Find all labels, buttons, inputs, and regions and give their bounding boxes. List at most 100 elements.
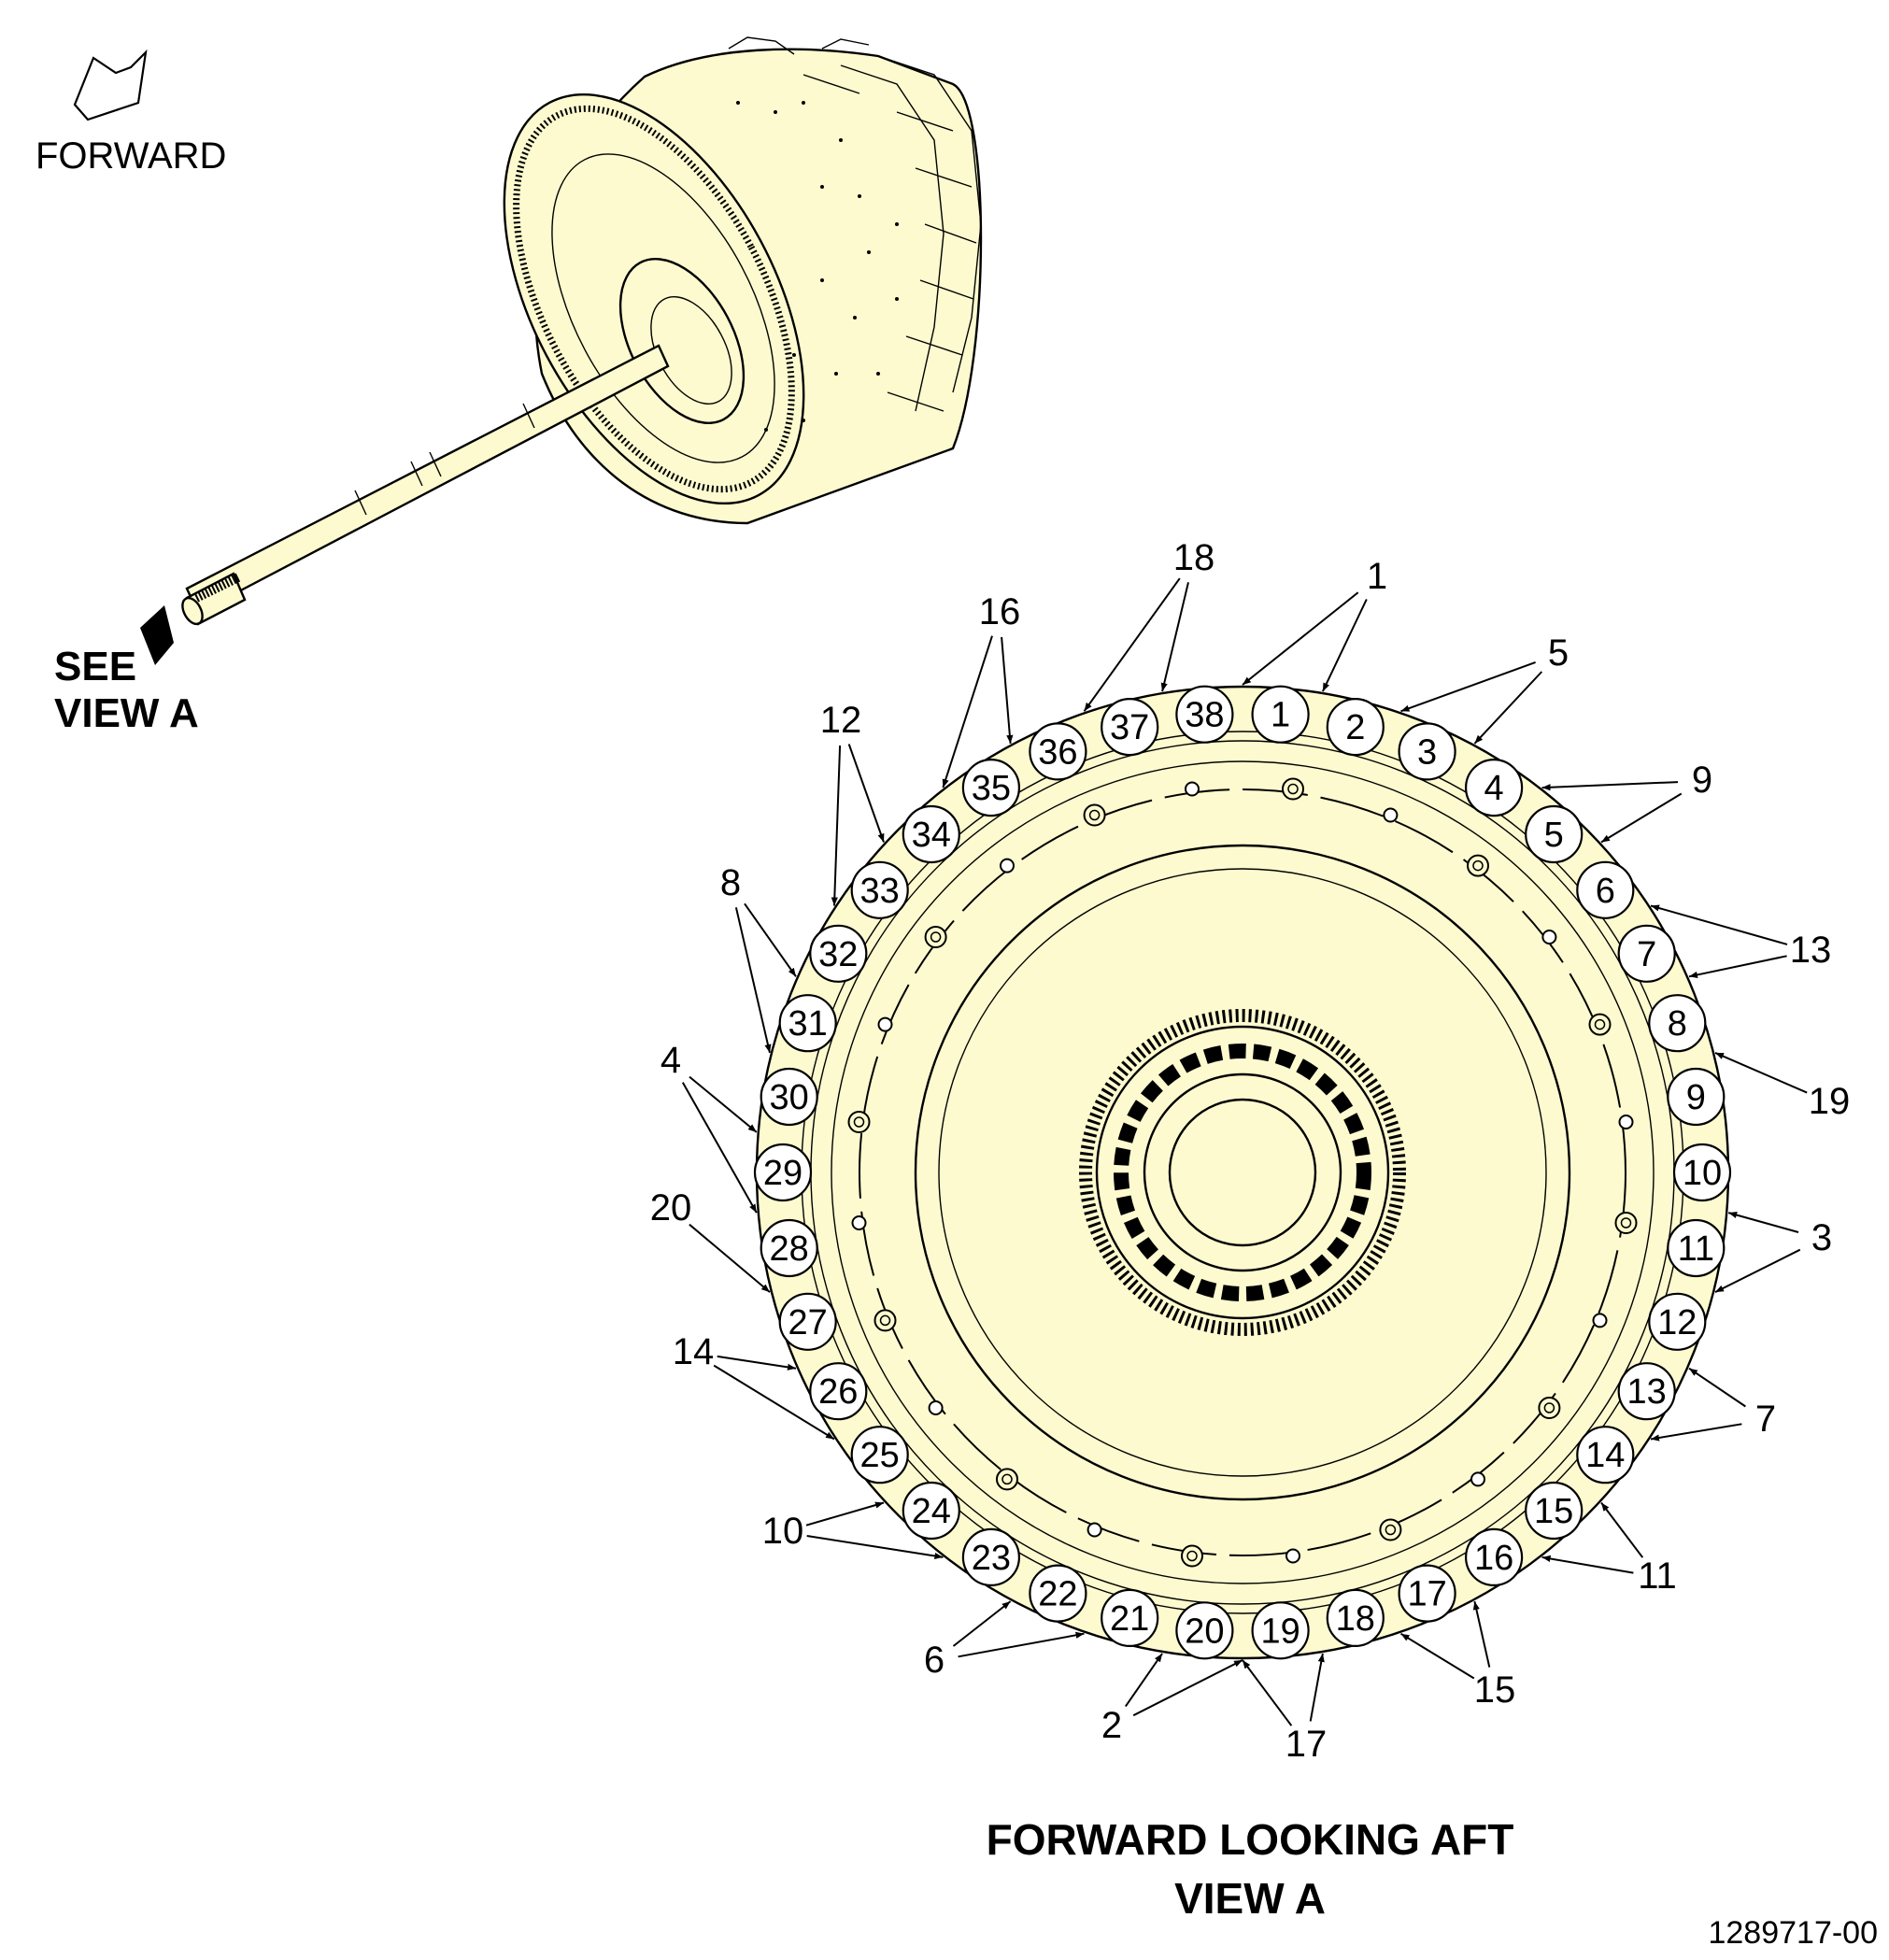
bolt-position-9: 9 <box>1667 1067 1726 1127</box>
bolt-position-circle <box>1617 924 1676 983</box>
pin-hole <box>1470 1471 1485 1487</box>
bolt-position-circle <box>809 924 868 983</box>
pin-hole <box>1087 1522 1102 1538</box>
view-title: FORWARD LOOKING AFT <box>987 1815 1514 1864</box>
leader-arrow <box>1399 1632 1475 1680</box>
bolt-position-circle <box>1398 722 1456 781</box>
callout-item-14: 14 <box>673 1331 835 1441</box>
bolt-position-12: 12 <box>1648 1292 1707 1351</box>
shaft-end-face <box>181 596 204 626</box>
callout-item-19: 19 <box>1714 1051 1851 1122</box>
callout-item-7: 7 <box>1650 1367 1776 1442</box>
bolt-position-circle <box>850 1426 909 1484</box>
pin-hole <box>1185 781 1200 797</box>
callout-item-6: 6 <box>924 1600 1085 1681</box>
bolt-position-circle <box>1175 1601 1234 1660</box>
forward-label: FORWARD <box>36 135 226 177</box>
bolt-position-17: 17 <box>1398 1564 1456 1623</box>
pin-hole <box>1592 1313 1608 1328</box>
bolt-position-6: 6 <box>1576 860 1635 919</box>
leader-arrow <box>1600 792 1683 844</box>
bolt-head-center <box>1543 1402 1555 1413</box>
bolt-position-2: 2 <box>1326 697 1385 757</box>
bolt-position-4: 4 <box>1464 758 1524 817</box>
callout-number: 7 <box>1755 1399 1776 1440</box>
bolt-head-center <box>1472 859 1484 872</box>
inner-web-step <box>938 868 1547 1477</box>
bolt-position-number: 7 <box>1637 935 1656 974</box>
callout-number: 19 <box>1809 1081 1851 1122</box>
hub-ring <box>1114 1044 1371 1301</box>
leader-arrow <box>713 1364 835 1441</box>
bolt-position-circle <box>753 1143 813 1202</box>
drawing-number: 1289717-00 <box>1708 1915 1878 1951</box>
bolt-position-circle <box>850 860 909 919</box>
callout-item-13: 13 <box>1650 904 1831 978</box>
callout-item-17: 17 <box>1242 1653 1328 1765</box>
pin-hole <box>1000 858 1015 873</box>
bolt-position-32: 32 <box>809 924 868 983</box>
leader-arrow <box>1688 955 1787 978</box>
bolt-position-14: 14 <box>1576 1426 1635 1484</box>
bolt-position-1: 1 <box>1251 685 1310 744</box>
flange-step-2 <box>831 760 1655 1584</box>
callout-item-15: 15 <box>1399 1600 1515 1711</box>
bolt-head <box>1282 777 1304 801</box>
callout-number: 8 <box>720 862 741 903</box>
bolt-head-center <box>1594 1018 1606 1030</box>
pin-hole <box>1541 930 1557 944</box>
callout-number: 1 <box>1367 556 1387 597</box>
leader-arrow <box>689 1223 771 1293</box>
bolt-head-center <box>1385 1524 1397 1536</box>
bolt-position-number: 6 <box>1596 872 1615 911</box>
bolt-head-center <box>1186 1550 1198 1562</box>
leader-arrow <box>1714 1051 1808 1094</box>
bolt-position-circle <box>1326 1588 1385 1648</box>
callout-item-8: 8 <box>720 862 797 1054</box>
bolt-head-center <box>1001 1473 1013 1485</box>
callout-number: 2 <box>1101 1705 1122 1746</box>
bolt-position-number: 37 <box>1110 708 1149 747</box>
leader-arrow <box>717 1355 797 1371</box>
bolt-position-circle <box>1525 1481 1584 1541</box>
bolt-position-circle <box>1525 804 1584 864</box>
hub-bore <box>1168 1098 1317 1247</box>
callout-number: 20 <box>650 1187 692 1229</box>
bolt-position-circle <box>778 994 837 1053</box>
callout-item-11: 11 <box>1541 1501 1677 1597</box>
bolt-position-circle <box>809 1362 868 1421</box>
bolt-position-37: 37 <box>1101 697 1159 757</box>
hub-teeth <box>1079 1009 1406 1336</box>
callout-item-9: 9 <box>1541 760 1712 844</box>
bolt-position-number: 12 <box>1657 1303 1697 1342</box>
bolt-position-number: 33 <box>860 872 900 911</box>
pin-hole <box>1618 1115 1634 1129</box>
bolt-position-number: 26 <box>818 1372 858 1412</box>
bolt-position-3: 3 <box>1398 722 1456 781</box>
callout-number: 6 <box>924 1640 944 1681</box>
view-arrow-icon <box>140 605 174 665</box>
leader-arrow <box>958 1631 1085 1658</box>
callout-number: 17 <box>1285 1724 1328 1765</box>
bolt-position-number: 29 <box>763 1154 802 1193</box>
bolt-position-35: 35 <box>961 758 1021 817</box>
inner-bolt-holes <box>847 777 1638 1568</box>
front-face-inner <box>551 153 775 463</box>
pin-hole <box>928 1400 944 1415</box>
leader-arrow <box>1309 1653 1325 1722</box>
bolt-position-circle <box>760 1067 818 1127</box>
bolt-position-number: 30 <box>770 1078 809 1117</box>
bolt-position-circle <box>1464 758 1524 817</box>
bolt-position-8: 8 <box>1648 994 1707 1053</box>
bolt-head <box>1467 854 1489 877</box>
callout-number: 14 <box>673 1331 715 1372</box>
bolt-position-27: 27 <box>778 1292 837 1351</box>
bolt-position-number: 36 <box>1038 732 1077 772</box>
leader-arrow <box>1321 599 1368 692</box>
callout-item-20: 20 <box>650 1187 771 1293</box>
bolt-head-center <box>1620 1217 1632 1229</box>
bolt-position-13: 13 <box>1617 1362 1676 1421</box>
callout-item-3: 3 <box>1714 1212 1832 1293</box>
bolt-position-number: 32 <box>818 935 858 974</box>
bolt-position-21: 21 <box>1101 1588 1159 1648</box>
